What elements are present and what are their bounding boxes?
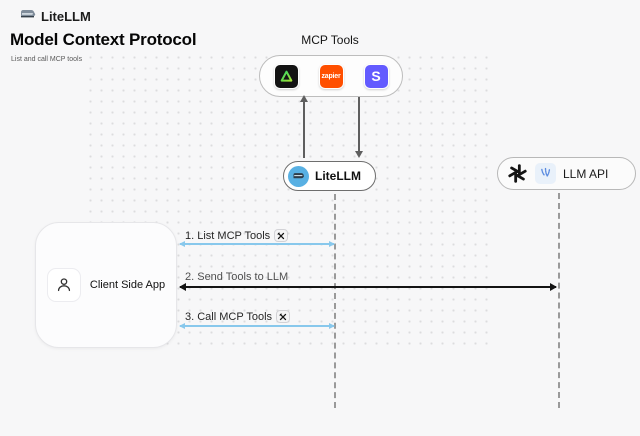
client-side-app-node: Client Side App — [35, 222, 177, 348]
arrow-call-mcp-tools — [180, 325, 334, 327]
mcp-tools-group: zapier S — [259, 55, 403, 97]
message-2: 2. Send Tools to LLM — [185, 271, 288, 283]
zapier-wordmark: zapier — [321, 72, 341, 80]
openai-icon — [507, 163, 528, 184]
triangle-logo-icon — [273, 63, 299, 89]
arrow-litellm-to-mcp — [303, 101, 305, 158]
stripe-icon: S — [363, 63, 389, 89]
litellm-node-label: LiteLLM — [315, 169, 361, 183]
hammer-wrench-icon — [276, 310, 291, 323]
arrow-list-mcp-tools — [180, 243, 334, 245]
brand-header: LiteLLM — [20, 7, 91, 25]
llm-api-lifeline — [558, 193, 560, 408]
message-3: 3. Call MCP Tools — [185, 310, 291, 323]
page-title: Model Context Protocol — [10, 30, 197, 49]
brand-name: LiteLLM — [41, 8, 91, 24]
llm-api-node: LLM API — [497, 157, 636, 190]
mcp-tools-label: MCP Tools — [301, 33, 359, 47]
litellm-train-icon — [288, 165, 309, 187]
hammer-wrench-icon — [274, 229, 289, 242]
zapier-icon: zapier — [318, 63, 344, 89]
page-subtitle: List and call MCP tools — [11, 56, 83, 63]
litellm-lifeline — [334, 194, 336, 408]
arrow-send-tools-to-llm — [180, 286, 556, 288]
arrow-mcp-to-litellm — [358, 97, 360, 152]
llm-api-label: LLM API — [563, 166, 609, 181]
litellm-node: LiteLLM — [283, 161, 376, 191]
llm-provider-icon — [535, 163, 556, 184]
message-3-label: 3. Call MCP Tools — [185, 310, 273, 323]
message-1-label: 1. List MCP Tools — [185, 229, 271, 242]
message-2-label: 2. Send Tools to LLM — [185, 271, 289, 283]
train-icon — [20, 7, 36, 25]
message-1: 1. List MCP Tools — [185, 229, 289, 242]
client-side-app-label: Client Side App — [89, 279, 166, 291]
stripe-letter: S — [371, 68, 381, 84]
person-icon — [46, 268, 81, 302]
